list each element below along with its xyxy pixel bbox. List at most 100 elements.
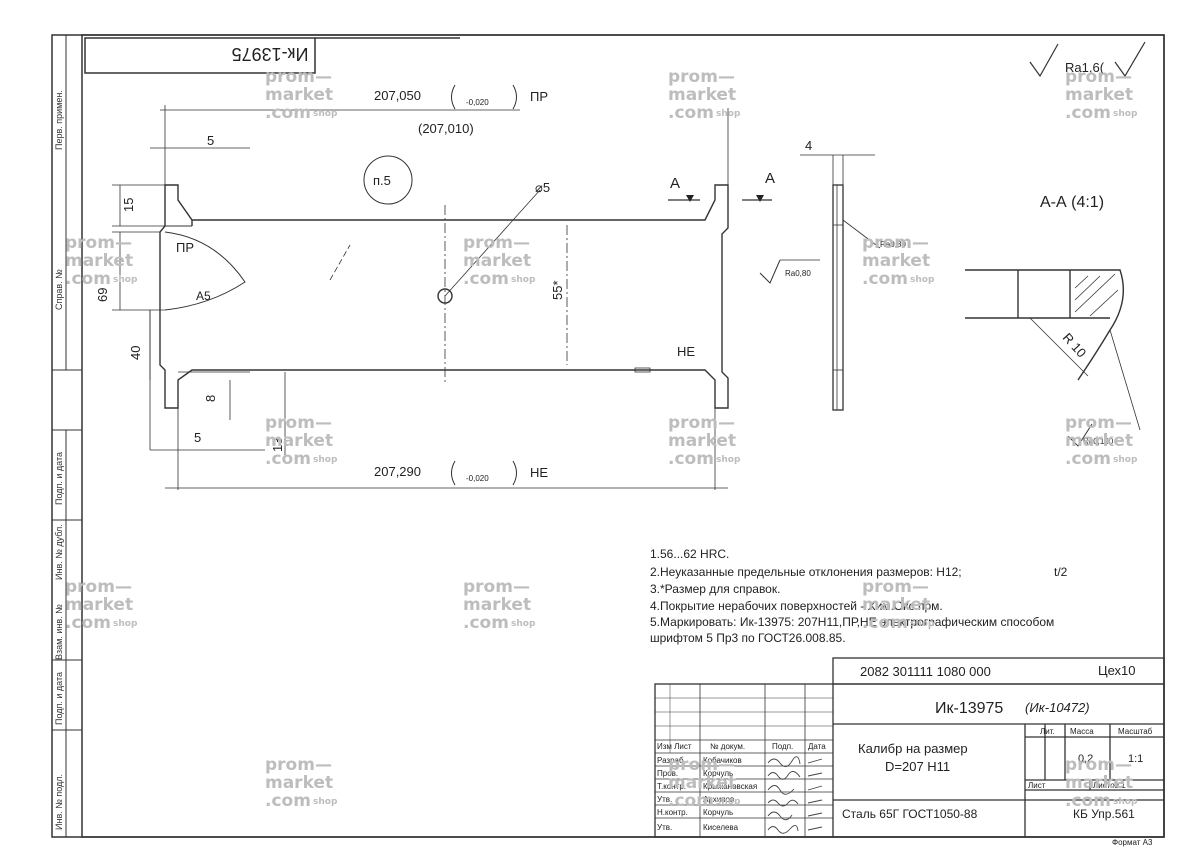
- svg-text:prom—: prom—: [1065, 413, 1132, 433]
- svg-text:.com: .com: [463, 269, 509, 289]
- svg-text:market: market: [668, 431, 736, 451]
- svg-text:shop: shop: [313, 455, 338, 465]
- tb-doc-number: Ик-13975: [935, 700, 1003, 717]
- inner-frame: [81, 34, 1165, 838]
- dim-15: 15: [121, 198, 136, 212]
- svg-text:.com: .com: [463, 613, 509, 633]
- svg-text:.com: .com: [1065, 103, 1111, 123]
- note-line: 3.*Размер для справок.: [650, 582, 780, 596]
- svg-text:.com: .com: [1065, 791, 1111, 811]
- side-label: Подп. и дата: [54, 452, 64, 505]
- dim-ref-size: (207,010): [418, 121, 474, 136]
- svg-text:shop: shop: [313, 797, 338, 807]
- svg-text:.com: .com: [668, 103, 714, 123]
- svg-text:prom—: prom—: [668, 67, 735, 87]
- section-marker: А: [765, 170, 775, 187]
- side-label: Инв. № дубл.: [54, 524, 64, 580]
- tb-scale: 1:1: [1128, 753, 1143, 765]
- svg-text:market: market: [862, 251, 930, 271]
- side-label: Перв. примен.: [54, 90, 64, 150]
- tb-org: КБ Упр.561: [1073, 807, 1135, 821]
- dim-8: 8: [203, 395, 218, 402]
- dim-top-tag: ПР: [530, 89, 548, 104]
- technical-notes: 1.56...62 HRC. 2.Неуказанные предельные …: [650, 547, 1068, 645]
- side-label: Взам. инв. №: [54, 604, 64, 660]
- svg-text:.com: .com: [862, 269, 908, 289]
- tb-sheet: Лист: [1028, 781, 1046, 790]
- tb-role: Разраб.: [657, 756, 686, 765]
- dim-top-nominal: 207,050: [374, 88, 421, 103]
- note-line: 1.56...62 HRC.: [650, 547, 729, 561]
- roughness-local: Ra0,80: [880, 240, 906, 249]
- tb-format: Формат А3: [1112, 838, 1153, 847]
- roughness-local: Ra0,80: [785, 269, 811, 278]
- gauge-side-view: [759, 154, 881, 411]
- doc-code-rotated: Ик-13975: [232, 44, 309, 64]
- svg-text:market: market: [265, 773, 333, 793]
- tb-name: Корчуль: [703, 808, 733, 817]
- note-line: 4.Покрытие нерабочих поверхностей - Хим.…: [650, 599, 943, 613]
- section-radius: R 10: [1060, 330, 1090, 360]
- svg-text:prom—: prom—: [265, 755, 332, 775]
- svg-text:prom—: prom—: [862, 233, 929, 253]
- svg-text:prom—: prom—: [65, 577, 132, 597]
- svg-text:prom—: prom—: [668, 755, 735, 775]
- svg-text:market: market: [265, 85, 333, 105]
- note-line: t/2: [1054, 565, 1068, 579]
- svg-text:market: market: [668, 773, 736, 793]
- note-line: 5.Маркировать: Ик-13975: 207Н11,ПР,НЕ эл…: [650, 615, 1054, 629]
- tb-col-lit: Лит.: [1040, 727, 1055, 736]
- dim-5-bottom: 5: [194, 430, 201, 445]
- title-block-text: 2082 301111 1080 000 Цех10 Ик-13975 (Ик-…: [657, 663, 1153, 847]
- side-label: Справ. №: [54, 269, 64, 310]
- dim-69: 69: [95, 288, 110, 302]
- tb-hdr-date: Дата: [808, 742, 826, 751]
- tb-name: Архипов: [703, 795, 734, 804]
- tb-hdr-sign: Подп.: [772, 742, 793, 751]
- svg-text:market: market: [1065, 431, 1133, 451]
- handwritten-signatures: [767, 756, 823, 834]
- side-label: Инв. № подл.: [54, 774, 64, 830]
- tb-material: Сталь 65Г ГОСТ1050-88: [842, 807, 978, 821]
- tb-name: Корчуль: [703, 769, 733, 778]
- dim-bottom-nominal: 207,290: [374, 464, 421, 479]
- section-markers: А А: [668, 170, 775, 202]
- side-label: Подп. и дата: [54, 672, 64, 725]
- hole-dim: ⌀5: [535, 180, 550, 195]
- tb-hdr-change: Изм Лист: [657, 742, 692, 751]
- svg-text:shop: shop: [716, 109, 741, 119]
- dim-bottom-deviation: -0,020: [466, 474, 489, 483]
- roughness-check-icon: [1029, 43, 1059, 78]
- svg-text:shop: shop: [910, 619, 935, 629]
- tb-name-line2: D=207 Н11: [885, 759, 950, 774]
- svg-text:.com: .com: [65, 613, 111, 633]
- tag-ne: НЕ: [677, 344, 695, 359]
- svg-text:.com: .com: [265, 791, 311, 811]
- tb-name-line1: Калибр на размер: [858, 741, 968, 756]
- note-ref: п.5: [373, 173, 391, 188]
- tb-shop: Цех10: [1098, 663, 1136, 678]
- svg-text:.com: .com: [65, 269, 111, 289]
- svg-text:prom—: prom—: [668, 413, 735, 433]
- dim-40: 40: [128, 346, 143, 360]
- svg-text:shop: shop: [1113, 797, 1138, 807]
- center-dim: 55*: [550, 280, 565, 300]
- svg-text:market: market: [65, 595, 133, 615]
- svg-text:.com: .com: [1065, 449, 1111, 469]
- roughness-check-icon: [1114, 41, 1146, 78]
- svg-text:shop: shop: [1113, 455, 1138, 465]
- svg-text:shop: shop: [716, 797, 741, 807]
- svg-text:shop: shop: [511, 619, 536, 629]
- dimension-texts: 207,050 -0,020 ПР (207,010) 5 15 69 40 8…: [95, 84, 695, 486]
- svg-text:shop: shop: [113, 275, 138, 285]
- svg-text:shop: shop: [313, 109, 338, 119]
- tb-mass: 0,2: [1078, 753, 1093, 765]
